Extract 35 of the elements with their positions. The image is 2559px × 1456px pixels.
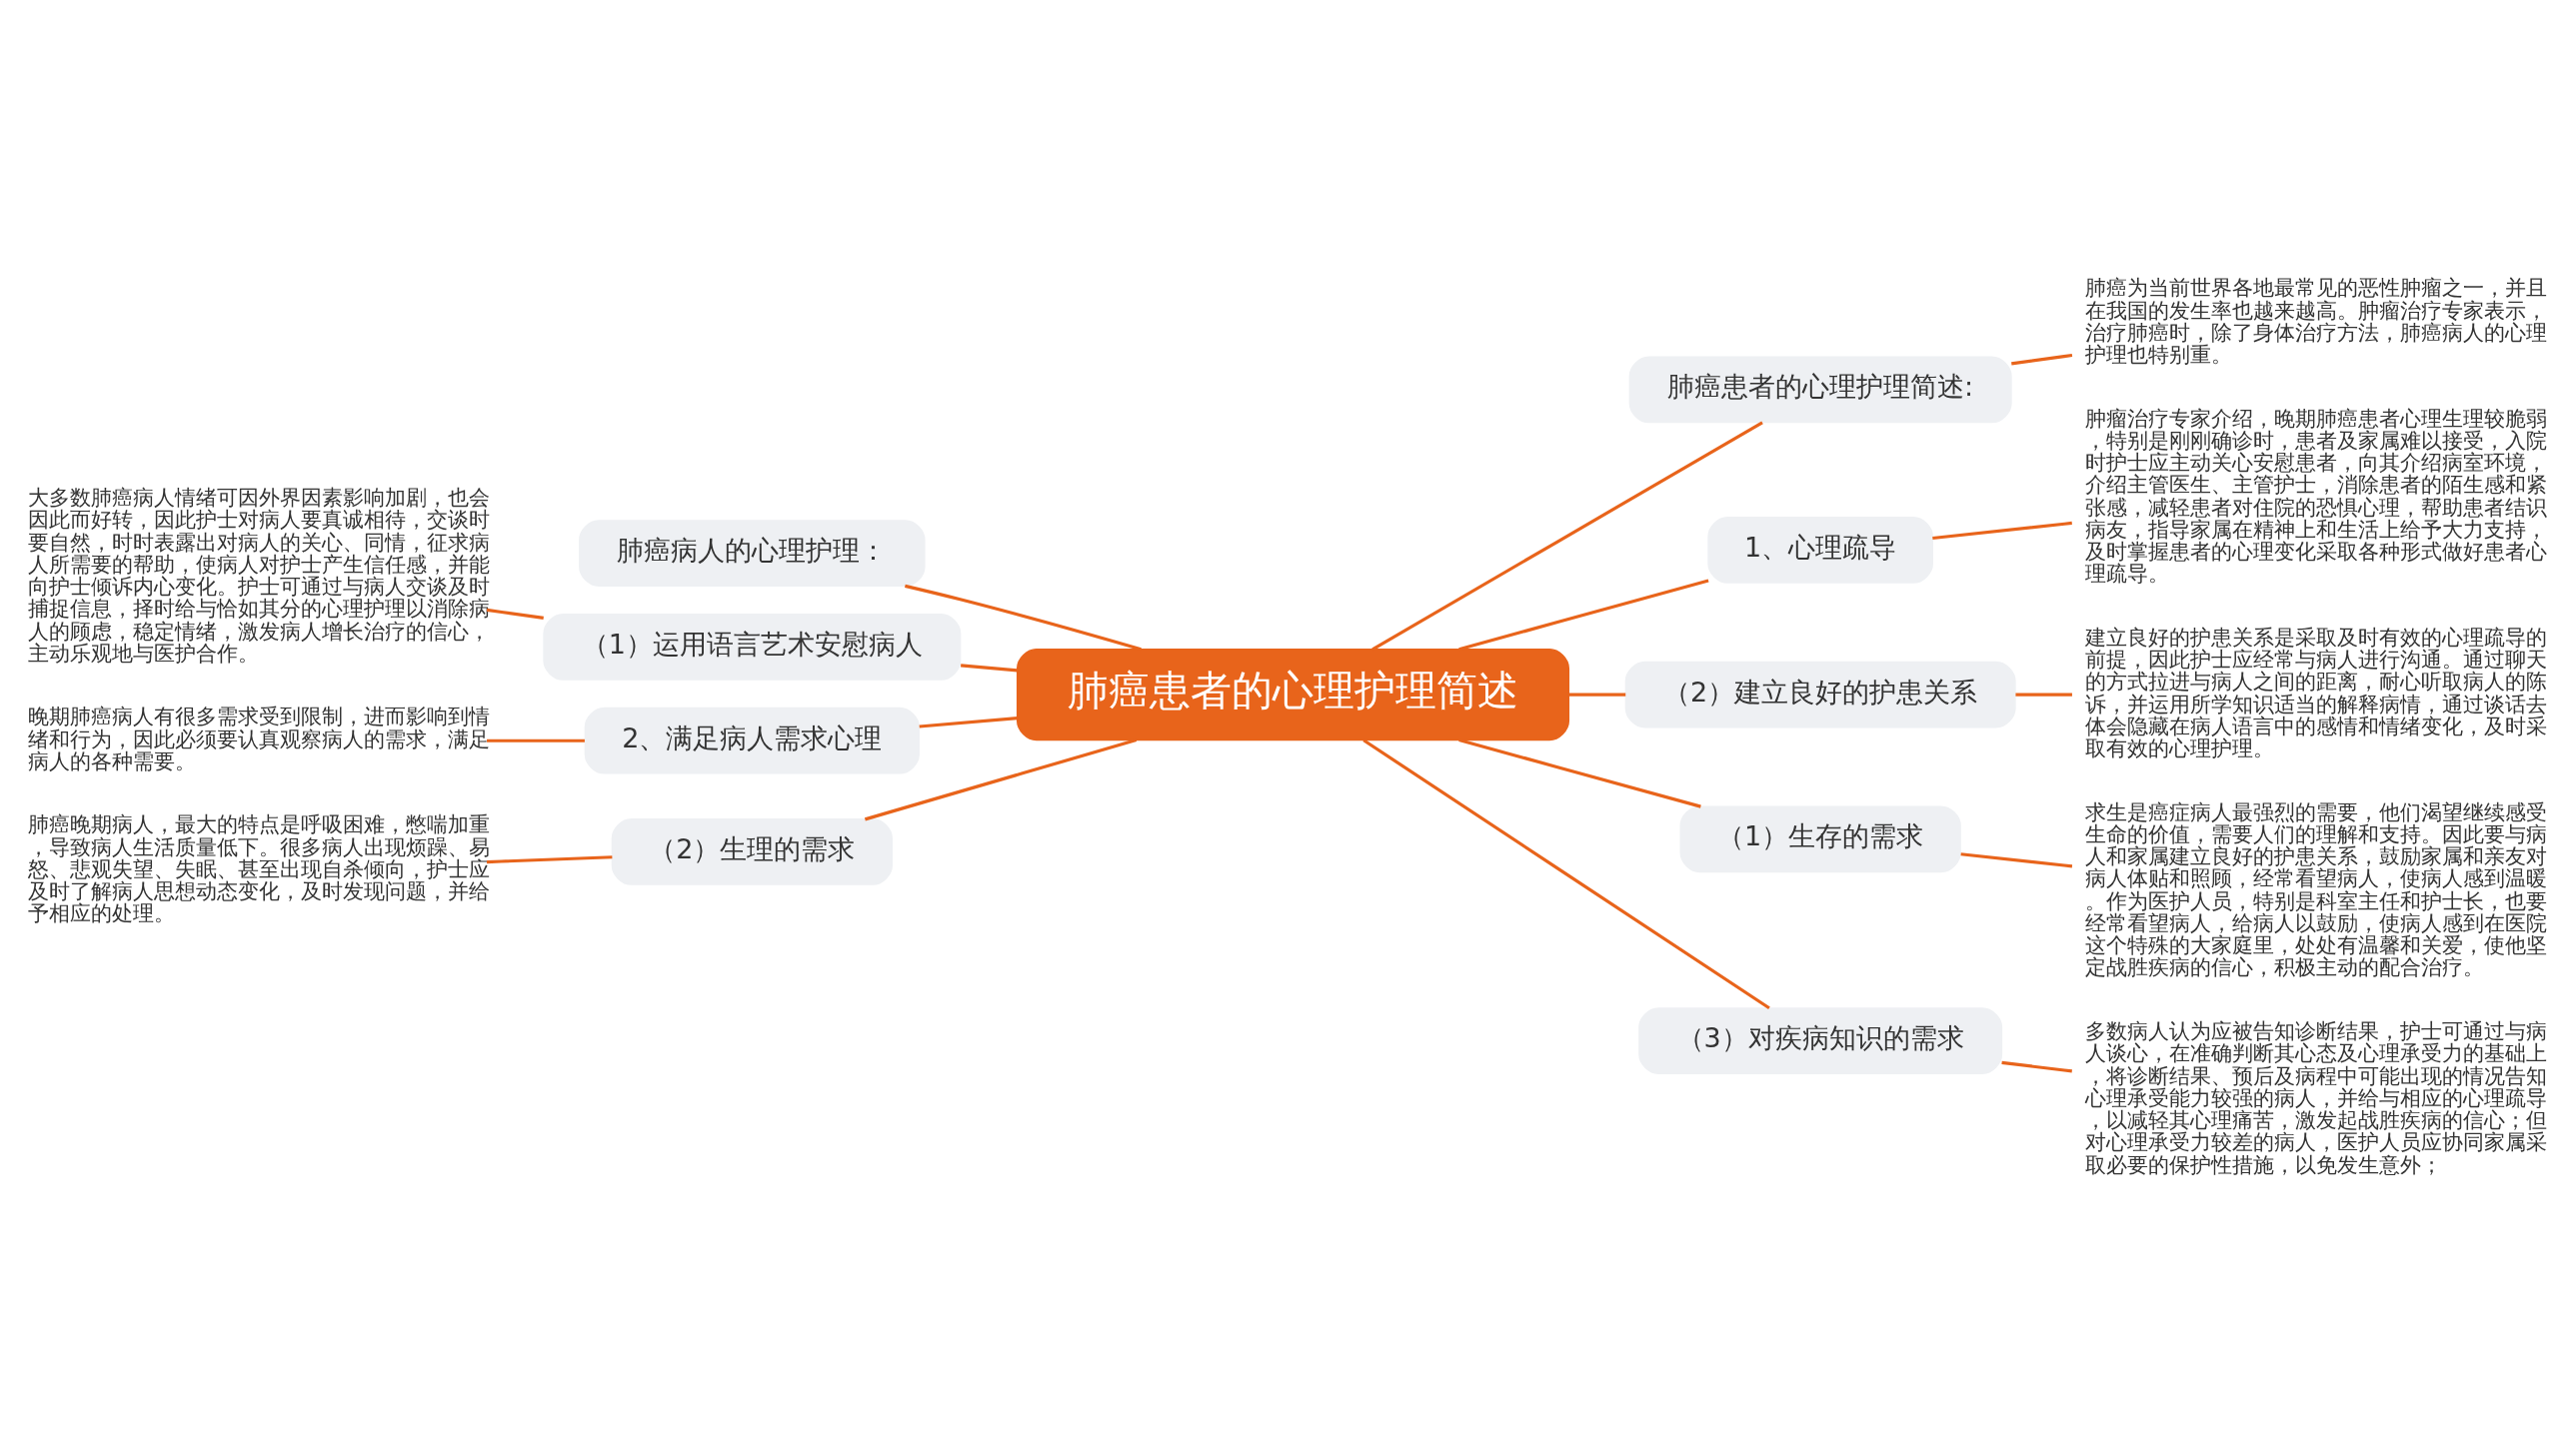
node-text: 晚期肺癌病人有很多需求受到限制，进而影响到情绪和行为，因此必须要认真观察病人的需求，满足病人的各种需要。 <box>27 705 490 773</box>
connector <box>1362 738 1770 1010</box>
connector <box>961 664 1018 673</box>
connector <box>2011 353 2073 366</box>
connector <box>1371 421 1763 652</box>
connector <box>2015 693 2072 697</box>
node-text: 大多数肺癌病人情绪可因外界因素影响加剧，也会因此而好转，因此护士对病人要真诚相待，交谈时要自然，时时表露出对病人的关心、同情，征求病人所需要的帮助，使病人对护士产生信任感，并能向护士倾诉内心变化。护士可通过与病人交谈及时捕捉信息，择时给与恰如其分的心理护理以消除病人的顾虑，稳定情绪，激发病人增长治疗的信心，主动乐观地与医护合作。 <box>27 486 490 666</box>
connector <box>487 738 585 742</box>
node-box: 肺癌患者的心理护理简述: <box>1628 356 2012 424</box>
connector <box>905 584 1142 652</box>
connector <box>919 717 1018 728</box>
node-box: （2）建立良好的护患关系 <box>1624 661 2016 728</box>
connector <box>1568 693 1626 697</box>
node-box: （1）运用语言艺术安慰病人 <box>543 614 962 681</box>
connector <box>1458 579 1709 652</box>
node-box: 2、满足病人需求心理 <box>584 707 920 774</box>
connector <box>1458 737 1701 808</box>
connector <box>486 855 613 864</box>
node-box: 肺癌患者的心理护理简述 <box>1016 649 1570 741</box>
node-box: （1）生存的需求 <box>1679 805 1961 873</box>
node-box: （2）生理的需求 <box>611 818 893 885</box>
connector <box>864 738 1138 821</box>
node-text: 肺癌为当前世界各地最常见的恶性肿瘤之一，并且在我国的发生率也越来越高。肿瘤治疗专家表示，治疗肺癌时，除了身体治疗方法，肺癌病人的心理护理也特别重。 <box>2084 276 2547 367</box>
node-text: 多数病人认为应被告知诊断结果，护士可通过与病人谈心，在准确判断其心态及心理承受力的基础上，将诊断结果、预后及病程中可能出现的情况告知心理承受能力较强的病人，并给与相应的心理疏导，以减轻其心理痛苦，激发起战胜疾病的信心；但对心理承受力较差的病人，医护人员应协同家属采取必要的保护性措施，以免发生意外； <box>2084 1019 2547 1177</box>
node-box: 1、心理疏导 <box>1707 517 1933 584</box>
node-text: 肺癌晚期病人，最大的特点是呼吸困难，憋喘加重，导致病人生活质量低下。很多病人出现烦躁、易怒、悲观失望、失眠、甚至出现自杀倾向，护士应及时了解病人思想动态变化，及时发现问题，并给予相应的处理。 <box>27 812 490 926</box>
node-box: （3）对疾病知识的需求 <box>1638 1007 2003 1074</box>
node-box: 肺癌病人的心理护理： <box>579 520 926 588</box>
connector <box>486 608 544 620</box>
connector <box>2001 1060 2072 1073</box>
node-text: 建立良好的护患关系是采取及时有效的心理疏导的前提，因此护士应经常与病人进行沟通。通过聊天的方式拉进与病人之间的距离，耐心听取病人的陈诉，并运用所学知识适当的解释病情，通过谈话去体会隐藏在病人语言中的感情和情绪变化，及时采取有效的心理护理。 <box>2084 625 2547 761</box>
node-text: 肿瘤治疗专家介绍，晚期肺癌患者心理生理较脆弱，特别是刚刚确诊时，患者及家属难以接受，入院时护士应主动关心安慰患者，向其介绍病室环境，介绍主管医生、主管护士，消除患者的陌生感和紧张感，减轻患者对住院的恐惧心理，帮助患者结识病友，指导家属在精神上和生活上给予大力支持，及时掌握患者的心理变化采取各种形式做好患者心理疏导。 <box>2084 406 2547 587</box>
connector <box>1932 521 2072 541</box>
node-text: 求生是癌症病人最强烈的需要，他们渴望继续感受生命的价值，需要人们的理解和支持。因此要与病人和家属建立良好的护患关系，鼓励家属和亲友对病人体贴和照顾，经常看望病人，使病人感到温暖。作为医护人员，特别是科室主任和护士长，也要经常看望病人，给病人以鼓励，使病人感到在医院这个特殊的大家庭里，处处有温馨和关爱，使他坚定战胜疾病的信心，积极主动的配合治疗。 <box>2084 799 2547 980</box>
connector <box>1960 852 2073 868</box>
